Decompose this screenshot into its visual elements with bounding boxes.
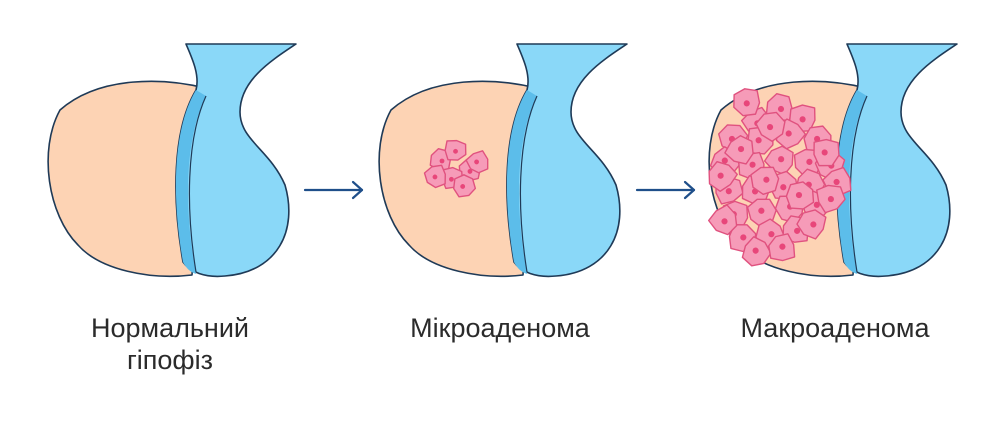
lobe-border [519,95,538,273]
caption-line: Мікроаденома [410,313,590,343]
adenoma-cell [750,166,780,196]
microadenoma-illustration [378,43,628,278]
anterior-lobe [47,80,206,278]
lobe-border [188,95,207,273]
progression-arrow [303,180,364,200]
macroadenoma-cluster [707,88,852,267]
caption-normal-pituitary: Нормальний гіпофіз [55,312,285,376]
adenoma-cell [465,150,489,174]
adenoma-cell [707,204,738,236]
adenoma-cell [733,88,761,117]
stalk-shade [175,90,206,274]
macroadenoma-illustration [707,43,958,278]
adenoma-cell [741,236,772,267]
adenoma-cell [768,233,796,262]
posterior-lobe-and-stalk [175,43,297,278]
progression-arrow [635,180,696,200]
adenoma-cell [796,209,827,240]
adenoma-cell [444,139,467,161]
caption-line: Макроаденома [740,313,930,343]
diagram-illustration [47,43,958,278]
stalk-shade [836,90,867,274]
adenoma-cell [785,181,815,210]
lobe-border [849,95,868,273]
adenoma-cell [724,135,754,165]
stalk-shade [506,90,537,274]
adenoma-cell [708,160,738,192]
adenoma-cell [813,138,840,167]
adenoma-cell [452,174,477,198]
caption-microadenoma: Мікроаденома [375,312,625,344]
normal-pituitary-illustration [47,43,297,278]
microadenoma-cluster [423,139,489,198]
adenoma-cell [816,184,846,214]
posterior-lobe-and-stalk [836,43,958,278]
adenoma-cell [423,164,446,189]
caption-macroadenoma: Макроаденома [705,312,965,344]
caption-line: гіпофіз [126,345,214,375]
adenoma-cell [755,111,786,142]
posterior-lobe-and-stalk [506,43,628,278]
caption-line: Нормальний [90,313,249,343]
